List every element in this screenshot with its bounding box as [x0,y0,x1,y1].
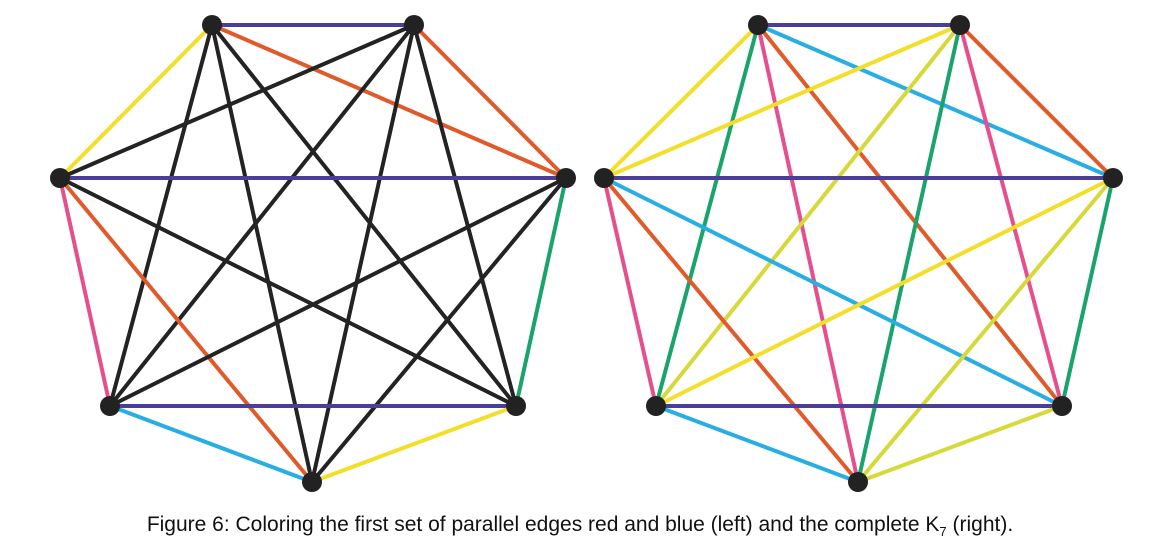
right-edge-v3-v5 [856,176,1115,484]
caption-suffix: (right). [946,513,1014,536]
left-edge-v4-v5 [108,404,314,484]
figure-caption: Figure 6: Coloring the first set of para… [0,500,1160,550]
left-edge-v0-v4 [108,23,214,408]
left-vertex-v1 [404,15,424,35]
right-edge-v3-v6 [1060,176,1115,408]
right-edge-v0-v2 [602,23,760,180]
left-edge-v1-v2 [58,23,416,180]
left-edge-v1-v3 [412,23,568,180]
right-edge-v1-v6 [958,23,1064,408]
right-vertex-v6 [1052,396,1072,416]
right-vertex-v0 [748,15,768,35]
left-edge-v2-v4 [58,176,112,408]
right-edge-v5-v6 [856,404,1064,484]
right-edge-v0-v4 [654,23,760,408]
left-edge-v2-v5 [58,176,314,484]
left-graph [50,15,576,492]
right-edge-v1-v5 [856,23,962,484]
right-edge-v2-v6 [602,176,1064,408]
left-vertex-v2 [50,168,70,188]
left-vertex-v3 [556,168,576,188]
right-vertex-v5 [848,472,868,492]
left-edge-v3-v4 [108,176,568,408]
left-vertex-v6 [506,396,526,416]
left-edge-v5-v6 [310,404,518,484]
left-edge-v1-v4 [108,23,416,408]
caption-prefix: Figure 6: Coloring the first set of para… [146,513,940,536]
caption-subscript: 7 [939,524,947,540]
right-vertex-v3 [1103,168,1123,188]
right-edge-v2-v4 [602,176,658,408]
right-vertex-v2 [594,168,614,188]
right-edge-v1-v3 [958,23,1115,180]
left-vertex-v4 [100,396,120,416]
graph-figure [50,15,1123,492]
right-edge-v1-v2 [602,23,962,180]
right-edge-v3-v4 [654,176,1115,408]
right-edge-v0-v3 [756,23,1115,180]
right-vertex-v1 [950,15,970,35]
right-vertex-v4 [646,396,666,416]
left-edge-v0-v5 [210,23,314,484]
right-edge-v2-v5 [602,176,860,484]
left-edge-v1-v5 [310,23,416,484]
left-edge-v3-v6 [514,176,568,408]
left-vertex-v0 [202,15,222,35]
left-vertex-v5 [302,472,322,492]
left-edge-v0-v2 [58,23,214,180]
left-edge-v0-v3 [210,23,568,180]
right-edge-v0-v5 [756,23,860,484]
left-edge-v3-v5 [310,176,568,484]
left-edge-v1-v6 [412,23,518,408]
right-edge-v1-v4 [654,23,962,408]
right-graph [594,15,1123,492]
right-edge-v4-v5 [654,404,860,484]
left-edge-v2-v6 [58,176,518,408]
